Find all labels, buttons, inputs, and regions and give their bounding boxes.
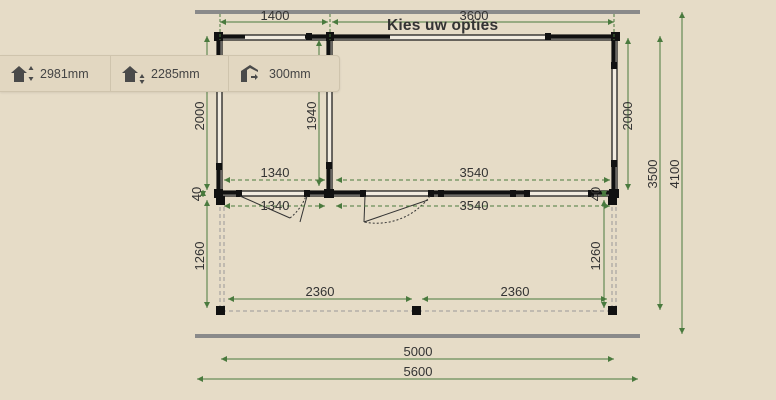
dim-top-left-width: 1400 xyxy=(261,8,290,23)
dim-right-inner-width-lower: 3540 xyxy=(460,198,489,213)
dim-right-room-height: 2000 xyxy=(620,102,635,131)
roof-overhang-icon xyxy=(241,64,258,82)
roof-height-max-option[interactable]: 2981mm xyxy=(0,56,111,91)
roof-height-down-icon xyxy=(122,65,145,84)
dim-right-inner-width-upper: 3540 xyxy=(460,165,489,180)
dimension-labels: 1400 3600 2000 1940 2000 1340 3540 1340 … xyxy=(189,8,682,379)
roof-overhang-option[interactable]: 300mm xyxy=(229,56,339,91)
dim-left-room-height: 2000 xyxy=(192,102,207,131)
dim-building-depth: 3500 xyxy=(645,160,660,189)
dim-inner-wall-height: 1940 xyxy=(304,102,319,131)
roof-height-max-value: 2981mm xyxy=(40,66,89,81)
veranda-outline xyxy=(219,200,617,312)
dim-wall-thickness-right: 40 xyxy=(588,187,603,201)
roof-overhang-value: 300mm xyxy=(269,66,311,81)
dim-total-width: 5600 xyxy=(404,364,433,379)
dim-wall-thickness-left: 40 xyxy=(189,187,204,201)
dim-veranda-span-right: 2360 xyxy=(501,284,530,299)
dim-veranda-depth-right: 1260 xyxy=(588,242,603,271)
dim-left-inner-width-upper: 1340 xyxy=(261,165,290,180)
dim-total-depth: 4100 xyxy=(667,160,682,189)
roof-outline xyxy=(195,10,640,338)
dim-building-width: 5000 xyxy=(404,344,433,359)
dim-top-right-width: 3600 xyxy=(460,8,489,23)
roof-height-min-option[interactable]: 2285mm xyxy=(111,56,229,91)
dim-left-inner-width-lower: 1340 xyxy=(261,198,290,213)
dim-veranda-span-left: 2360 xyxy=(306,284,335,299)
roof-height-min-value: 2285mm xyxy=(151,66,200,81)
roof-options-toolbar: 2981mm 2285mm 300mm xyxy=(0,55,340,92)
page-title: Kies uw opties xyxy=(387,17,499,34)
dim-veranda-depth-left: 1260 xyxy=(192,242,207,271)
walls xyxy=(214,32,620,315)
roof-height-up-icon xyxy=(11,65,34,82)
dimension-lines xyxy=(197,12,685,382)
